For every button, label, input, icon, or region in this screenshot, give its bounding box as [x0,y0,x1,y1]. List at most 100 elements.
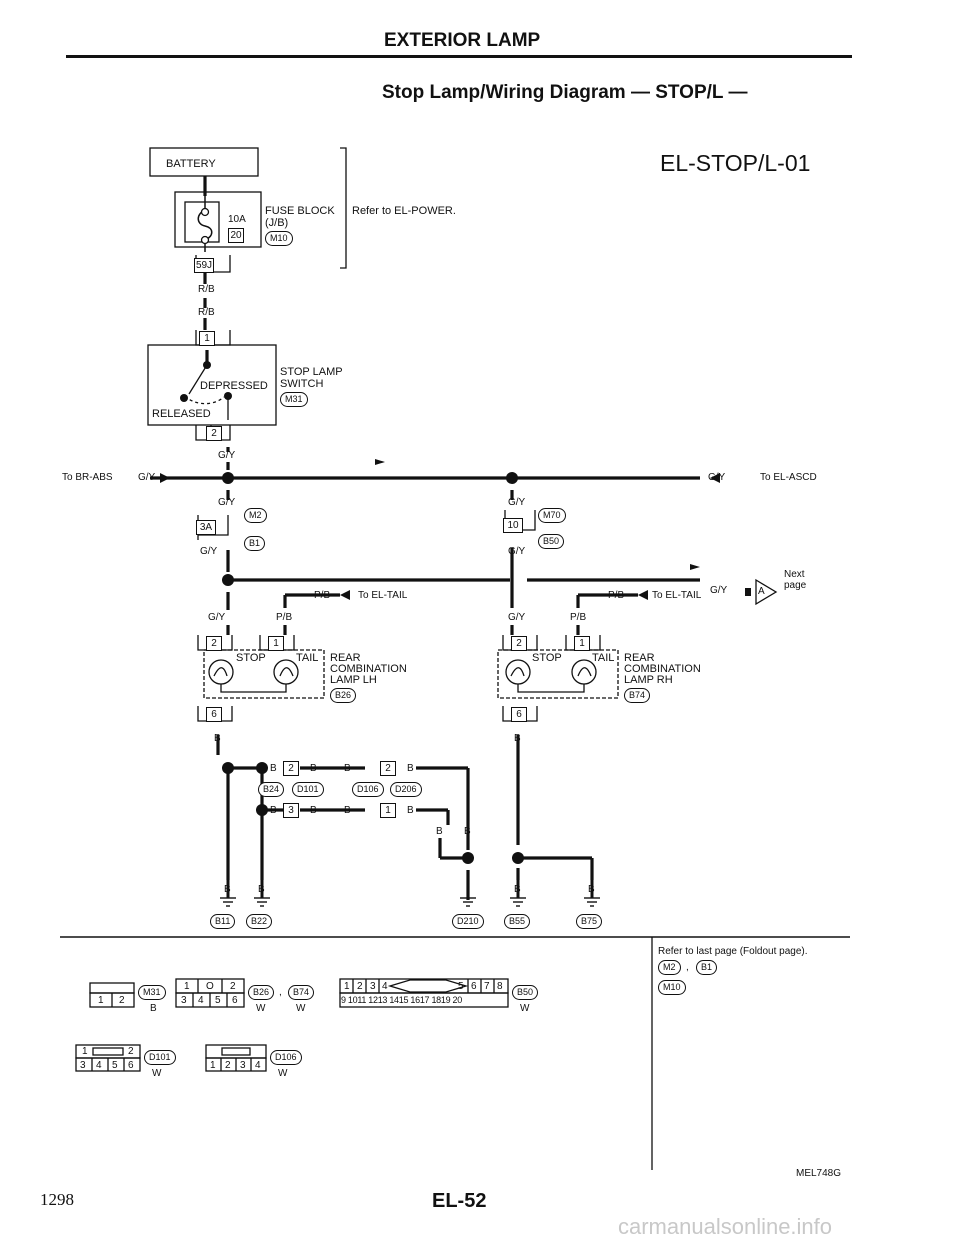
fuse-number: 20 [228,228,244,243]
left-wire-bot: G/Y [200,546,218,557]
b50-color: W [520,1003,530,1014]
b26-top-o: O [206,981,214,992]
ground-b55: B55 [504,914,531,929]
b50-bot-15: 15 [398,995,409,1005]
b50-bottom-row: 9 1011 1213 1415 1617 1819 20 [341,995,462,1005]
b50-top-3: 3 [370,981,376,992]
gnd-wire-b-3: B [344,763,351,774]
lh-wire-stop: G/Y [208,612,226,623]
section-title: EXTERIOR LAMP [384,30,541,51]
d101-bot-6: 6 [128,1060,134,1071]
gnd-wire-b-1: B [270,763,277,774]
lh-wire-gnd: B [214,733,221,744]
next-page-marker[interactable]: A [758,586,765,597]
b26-top-2: 2 [230,981,236,992]
ground-b11: B11 [210,914,236,929]
rh-pin-tail: 1 [574,636,590,651]
face-b74: B74 [288,985,315,1000]
fuse-block-jb: (J/B) [265,217,289,229]
b50-bot-11: 11 [357,995,367,1005]
face-m31: M31 [138,985,166,1000]
gnd-wire-b-12: B [258,884,265,895]
left-wire-top: G/Y [218,497,236,508]
switch-released: RELEASED [152,408,211,420]
lh-stop-label: STOP [236,652,266,664]
lh-name-1: REAR [330,652,361,664]
refer-m10: M10 [658,980,686,995]
lh-name-2: COMBINATION [330,663,407,675]
rh-wire-tail: P/B [570,612,587,623]
switch-name-1: STOP LAMP [280,366,343,378]
rh-tail-label: TAIL [592,652,615,664]
bus-left-dest: To BR-ABS [62,472,113,483]
face-d106: D106 [270,1050,302,1065]
b50-bot-9: 9 [341,995,346,1005]
fuse-block-label: FUSE BLOCK [265,205,335,217]
right-wire-bot: G/Y [508,546,526,557]
b50-top-2: 2 [357,981,363,992]
page-number-center: EL-52 [432,1190,487,1212]
b50-bot-16: 16 [410,995,420,1005]
bus-left-wire: G/Y [138,472,156,483]
b26-bot-6: 6 [232,995,238,1006]
refer-m2: M2 [658,960,681,975]
connector-b50: B50 [538,534,565,549]
rh-name-1: REAR [624,652,655,664]
connector-m10: M10 [265,231,293,246]
refer-foldout: Refer to last page (Foldout page). [658,946,808,957]
connector-b24: B24 [258,782,285,797]
pin-59j: 59J [194,258,214,273]
lh-pin-tail: 1 [268,636,284,651]
b50-bot-14: 14 [389,995,399,1005]
d106-color: W [278,1068,288,1079]
switch-name-2: SWITCH [280,378,324,390]
d106-bot-2: 2 [225,1060,231,1071]
refer-comma: , [686,962,689,973]
gnd-wire-b-11: B [224,884,231,895]
bus-right-wire: G/Y [708,472,726,483]
face-b50: B50 [512,985,539,1000]
header-rule [66,55,852,58]
diagram-code: EL-STOP/L-01 [660,150,811,176]
bus-right-dest: To EL-ASCD [760,472,817,483]
diagram-subtitle: Stop Lamp/Wiring Diagram — STOP/L — [382,82,748,103]
rh-name-2: COMBINATION [624,663,701,675]
d101-top-1: 1 [82,1046,88,1057]
rh-pin-gnd: 6 [511,707,527,722]
b50-top-4: 4 [382,981,388,992]
b50-top-6: 6 [471,981,477,992]
b50-top-7: 7 [484,981,490,992]
gnd-pin-2b: 2 [380,761,396,776]
connector-b26: B26 [330,688,357,703]
d101-bot-3: 3 [80,1060,86,1071]
lh-pin-gnd: 6 [206,707,222,722]
b50-bot-10: 10 [347,995,358,1005]
rh-name-3: LAMP RH [624,674,673,686]
b26-bot-4: 4 [198,995,204,1006]
refer-b1: B1 [696,960,718,975]
rh-tail-wire: P/B [608,590,625,601]
d101-bot-5: 5 [112,1060,118,1071]
gnd-wire-b-10: B [464,826,471,837]
m31-pin-1: 1 [98,995,104,1006]
lh-wire-tail: P/B [276,612,293,623]
gnd-wire-b-14: B [588,884,595,895]
right-wire-top: G/Y [508,497,526,508]
gnd-wire-b-13: B [514,884,521,895]
gnd-wire-b-9: B [436,826,443,837]
b26-color: W [256,1003,266,1014]
rh-stop-label: STOP [532,652,562,664]
connector-m70: M70 [538,508,566,523]
lh-pin-stop: 2 [206,636,222,651]
connector-d206: D206 [390,782,422,797]
face-comma: , [279,987,282,998]
next-page-text-1: Next [784,569,805,580]
b50-bot-19: 19 [440,995,451,1005]
b26-bot-5: 5 [215,995,221,1006]
d101-color: W [152,1068,162,1079]
gnd-wire-b-5: B [270,805,277,816]
switch-wire-gy: G/Y [218,450,236,461]
connector-d101: D101 [292,782,324,797]
gnd-pin-2a: 2 [283,761,299,776]
rh-wire-gnd: B [514,733,521,744]
